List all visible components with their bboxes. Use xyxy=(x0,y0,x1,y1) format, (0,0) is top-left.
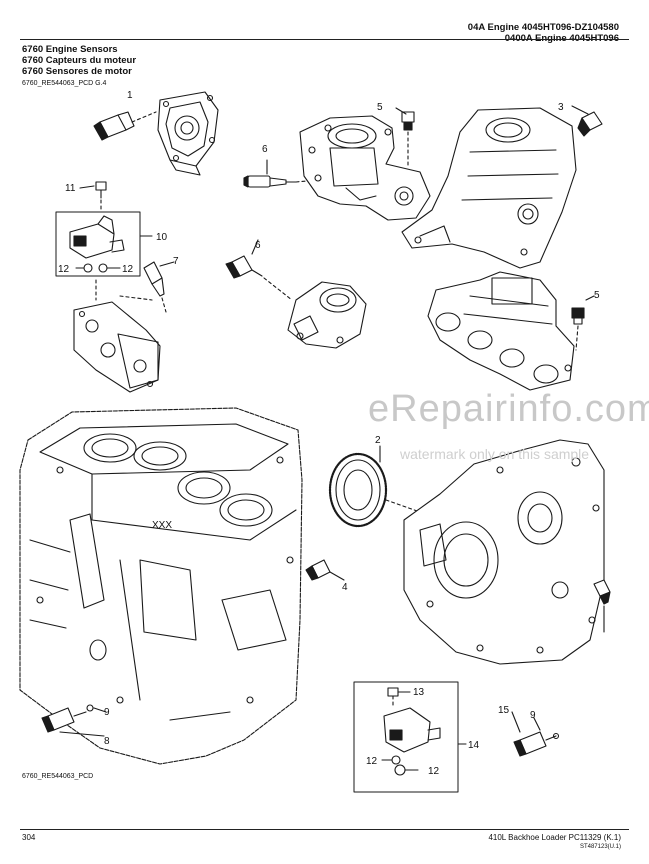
callout-5b: 5 xyxy=(594,290,600,301)
thermostat-housing xyxy=(299,115,431,221)
sensor-part-4 xyxy=(305,559,345,581)
engine-model-header: 04A Engine 4045HT096-DZ104580 0400A Engi… xyxy=(468,22,619,44)
sensor-part-5-lower xyxy=(571,295,595,351)
callout-5a: 5 xyxy=(377,102,383,113)
watermark-site: eRepairinfo.com xyxy=(368,388,649,430)
water-pump-elbow xyxy=(287,281,367,349)
sensor-part-6-middle xyxy=(225,239,293,301)
sensor-part-3 xyxy=(571,105,603,137)
exhaust-manifold xyxy=(427,271,575,391)
callout-13: 13 xyxy=(413,687,425,698)
part-14-detail-box xyxy=(353,681,467,793)
block-marking-xxx: XXX xyxy=(152,520,172,531)
sensor-part-8 xyxy=(41,704,107,737)
speed-sensor-part-1 xyxy=(93,111,157,141)
callout-6b: 6 xyxy=(255,240,261,251)
book-reference: 410L Backhoe Loader PC11329 (K.1) xyxy=(488,833,621,842)
section-title: 6760 Engine Sensors 6760 Capteurs du mot… xyxy=(22,44,136,77)
sensor-part-5-upper xyxy=(395,107,415,169)
intake-manifold xyxy=(401,107,577,269)
callout-7: 7 xyxy=(173,256,179,267)
timing-gear-cover xyxy=(403,439,605,665)
callout-14: 14 xyxy=(468,740,480,751)
footer-rule xyxy=(20,829,629,830)
engine-model-line-2: 0400A Engine 4045HT096 xyxy=(504,33,619,44)
callout-9b: 9 xyxy=(530,710,536,721)
section-title-es: 6760 Sensores de motor xyxy=(22,66,132,77)
callout-11: 11 xyxy=(65,183,76,194)
callout-6a: 6 xyxy=(262,144,268,155)
callout-12a: 12 xyxy=(58,264,70,275)
callout-8: 8 xyxy=(104,736,110,747)
figure-reference-bottom: 6760_RE544063_PCD xyxy=(22,773,94,780)
section-title-fr: 6760 Capteurs du moteur xyxy=(22,55,137,66)
header-rule xyxy=(20,39,629,40)
callout-12b: 12 xyxy=(122,264,134,275)
callout-3: 3 xyxy=(558,102,564,113)
sensor-housing-cover xyxy=(157,91,219,176)
callout-4: 4 xyxy=(342,582,348,593)
document-code: ST487123(U.1) xyxy=(579,844,621,850)
part-10-detail-box xyxy=(55,211,153,277)
figure-reference-top: 6760_RE544063_PCD G.4 xyxy=(22,80,107,87)
sensor-part-15 xyxy=(511,711,560,757)
timing-ring-part-2 xyxy=(328,445,421,528)
watermark-note: watermark only on this sample xyxy=(400,446,590,462)
callout-15: 15 xyxy=(498,705,510,716)
sensor-part-7 xyxy=(143,261,175,313)
filter-head-bracket xyxy=(73,279,161,393)
callout-2: 2 xyxy=(375,435,381,446)
cap-screw-part-11 xyxy=(79,181,107,213)
callout-10: 10 xyxy=(156,232,168,243)
sensor-part-1-lower xyxy=(593,579,611,633)
page-number: 304 xyxy=(22,833,36,842)
section-title-en: 6760 Engine Sensors xyxy=(22,44,118,55)
callout-12d: 12 xyxy=(428,766,440,777)
callout-12c: 12 xyxy=(366,756,378,767)
cylinder-block xyxy=(19,407,303,765)
callout-1: 1 xyxy=(127,90,133,101)
callout-9a: 9 xyxy=(104,707,110,718)
engine-model-line-1: 04A Engine 4045HT096-DZ104580 xyxy=(467,22,619,33)
